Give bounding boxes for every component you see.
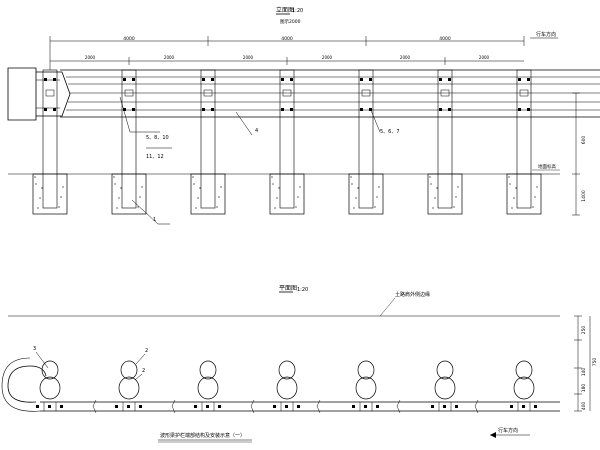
elevation-scale: 1:20	[292, 8, 303, 14]
plan-splice-1	[92, 399, 97, 414]
plan-dim-250: 250	[581, 326, 587, 335]
plan-rail	[1, 357, 560, 412]
callout-5-8-10: 5、8、10	[146, 135, 169, 141]
sub-dim-2: 2000	[164, 55, 175, 60]
elevation-direction-label: 行车方向	[536, 31, 556, 38]
plan-title: 平面图	[279, 285, 297, 292]
plan-dim-140: 140	[581, 368, 587, 377]
footings-group	[32, 173, 542, 215]
overall-dim-3: 4000	[439, 36, 451, 42]
plan-callouts: 3 2 2	[33, 346, 148, 381]
elevation-subtitle: 图示2000	[280, 19, 301, 25]
plan-posts-group	[36, 360, 537, 414]
sub-dim-4: 2000	[322, 55, 333, 60]
elevation-title: 立面图	[276, 6, 294, 14]
overall-dim-1: 4000	[123, 36, 135, 42]
callout-5-6-7: 5、6、7	[380, 129, 400, 135]
plan-callout-2b: 2	[142, 368, 145, 374]
footing-7	[506, 173, 542, 215]
sub-dimension-line: 2000 2000 2000 2000 2000 2000	[50, 55, 524, 65]
plan-right-dims: 250 750 140 180 400	[574, 315, 598, 412]
plan-splice-6	[474, 399, 479, 414]
elevation-view: 立面图 1:20 图示2000 4000 4000 4000 行车方向 2000…	[7, 6, 600, 225]
plan-post-2	[115, 360, 142, 411]
plan-post-4	[273, 360, 300, 411]
plan-dim-750: 750	[592, 358, 598, 367]
right-dim-600: 600	[581, 136, 587, 145]
plan-direction-label: 行车方向	[498, 427, 518, 434]
plan-splice-5	[396, 399, 401, 414]
post-7	[516, 69, 532, 209]
elevation-right-dims: 600 1400	[572, 92, 587, 216]
callout-11-12: 11、12	[146, 154, 164, 160]
sub-dim-3: 2000	[243, 55, 254, 60]
plan-post-1	[36, 360, 63, 411]
plan-post-7	[510, 360, 537, 411]
plan-post-6	[431, 360, 458, 411]
end-terminal	[7, 67, 71, 121]
direction-arrowhead	[490, 432, 496, 438]
sub-dim-1: 2000	[85, 55, 96, 60]
plan-splice-2	[171, 399, 176, 414]
overall-dimension-line: 4000 4000 4000 行车方向	[49, 31, 558, 70]
overall-dim-2: 4000	[281, 36, 293, 42]
post-1	[42, 69, 58, 209]
callout-4: 4	[255, 128, 258, 134]
plan-post-3	[194, 360, 221, 411]
posts-group	[42, 69, 532, 209]
plan-post-5	[352, 360, 379, 411]
post-4	[279, 69, 295, 209]
plan-callout-2a: 2	[145, 348, 148, 354]
post-6	[437, 69, 453, 209]
plan-dim-400: 400	[581, 402, 587, 411]
post-5	[358, 69, 374, 209]
sub-dim-5: 2000	[400, 55, 411, 60]
post-2	[121, 69, 137, 209]
plan-callout-3: 3	[33, 346, 36, 352]
post-3	[200, 69, 216, 209]
plan-splice-3	[250, 399, 255, 414]
elevation-callouts: 5、8、10 11、12 4 5、6、7 1	[119, 96, 400, 225]
plan-scale: 1:20	[297, 287, 308, 293]
beam-rail	[60, 69, 600, 118]
plan-splice-4	[316, 399, 321, 414]
plan-dim-180: 180	[581, 384, 587, 393]
callout-1: 1	[153, 217, 156, 223]
plan-view: 平面图 1:20 土路肩外侧边缘 3 2 2	[1, 285, 598, 443]
right-dim-1400: 1400	[581, 190, 587, 202]
ground-label: 地面标高	[538, 163, 556, 170]
sub-dim-6: 2000	[479, 55, 490, 60]
plan-caption: 波形梁护栏端部结构及安装示意（一）	[160, 432, 245, 439]
shoulder-edge-label: 土路肩外侧边缘	[395, 291, 430, 298]
